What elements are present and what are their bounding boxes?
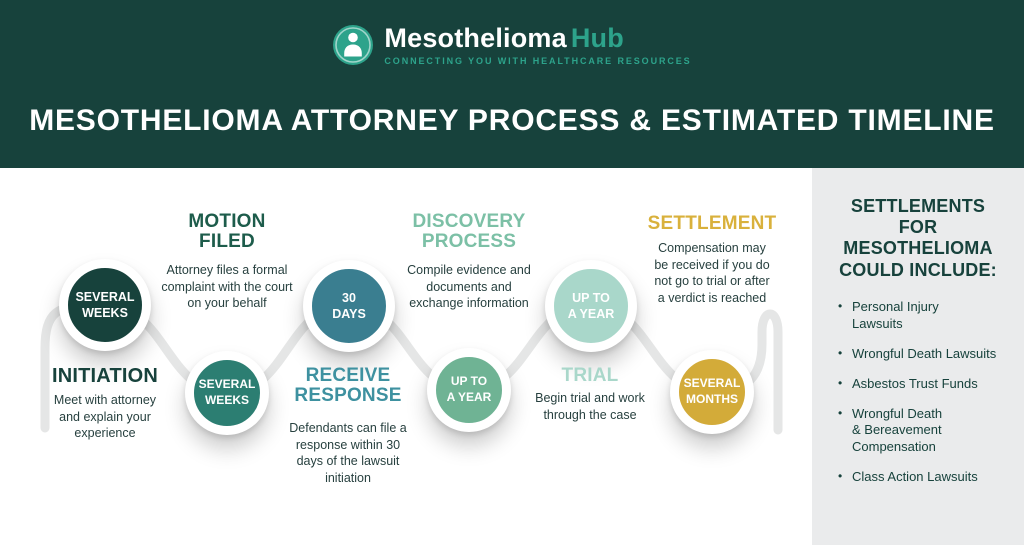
person-circle-icon [332, 24, 374, 66]
settlements-list: Personal Injury Lawsuits Wrongful Death … [830, 299, 1006, 486]
list-item: Wrongful Death & Bereavement Compensatio… [838, 406, 1006, 457]
step-1-heading: INITIATION [51, 365, 159, 387]
list-item: Personal Injury Lawsuits [838, 299, 1006, 333]
step-2-description: Attorney files a formal complaint with t… [161, 263, 293, 310]
list-item: Asbestos Trust Funds [838, 376, 1006, 393]
brand-tagline: CONNECTING YOU WITH HEALTHCARE RESOURCES [384, 55, 692, 66]
step-3-description: Defendants can file a response within 30… [289, 421, 407, 485]
sidebar-heading: SETTLEMENTS FOR MESOTHELIOMA COULD INCLU… [839, 196, 997, 280]
step-5-description: Begin trial and work through the case [535, 391, 645, 422]
step-3-heading: RECEIVE RESPONSE [294, 365, 402, 406]
step-4-description: Compile evidence and documents and excha… [407, 263, 531, 310]
list-item: Class Action Lawsuits [838, 469, 1006, 486]
step-4-heading: DISCOVERY PROCESS [412, 211, 526, 252]
step-4-duration-badge: UP TO A YEAR [427, 348, 511, 432]
step-3-duration-badge: 30 DAYS [303, 260, 395, 352]
brand-primary: Mesothelioma [384, 22, 567, 53]
step-5-heading: TRIAL [561, 365, 619, 386]
step-1-duration-badge: SEVERAL WEEKS [59, 259, 151, 351]
list-item: Wrongful Death Lawsuits [838, 346, 1006, 363]
page-title: MESOTHELIOMA ATTORNEY PROCESS & ESTIMATE… [29, 104, 995, 137]
step-6-duration-badge: SEVERAL MONTHS [670, 350, 754, 434]
step-2-heading: MOTION FILED [188, 211, 266, 252]
settlements-sidebar: SETTLEMENTS FOR MESOTHELIOMA COULD INCLU… [812, 168, 1024, 545]
step-6-description: Compensation may be received if you do n… [654, 241, 770, 305]
step-1-description: Meet with attorney and explain your expe… [53, 393, 157, 440]
brand-secondary: Hub [570, 22, 624, 53]
step-6-heading: SETTLEMENT [647, 213, 777, 234]
step-5-duration-badge: UP TO A YEAR [545, 260, 637, 352]
step-2-duration-badge: SEVERAL WEEKS [185, 351, 269, 435]
